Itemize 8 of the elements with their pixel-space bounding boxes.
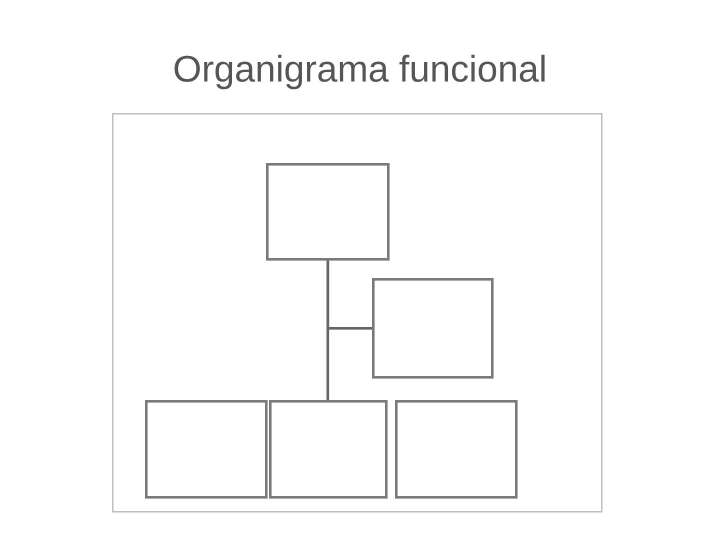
connector-line	[326, 260, 330, 400]
org-box	[269, 400, 388, 499]
org-box	[145, 400, 268, 499]
chart-frame	[112, 113, 602, 512]
title: Organigrama funcional	[174, 54, 545, 90]
org-box	[372, 278, 494, 379]
org-box	[395, 400, 518, 499]
org-box	[266, 163, 390, 261]
